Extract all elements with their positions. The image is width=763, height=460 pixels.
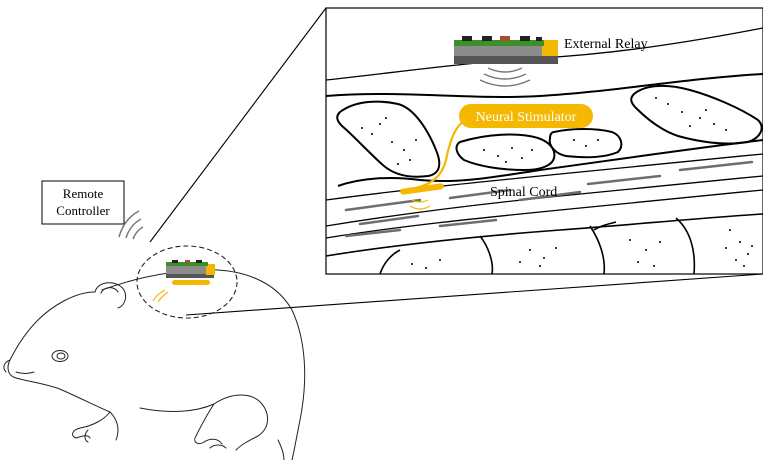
rat-stimulator-signal — [152, 289, 169, 303]
rat-relay-battery — [206, 264, 215, 275]
tissue-layer — [326, 73, 763, 98]
rat-stimulator — [172, 280, 210, 285]
spinal-cord-lower-edge — [326, 175, 763, 227]
bone-speckles — [361, 97, 727, 165]
external-relay-label: External Relay — [564, 37, 648, 52]
neural-stimulator-badge — [459, 104, 593, 128]
rat-relay-chip — [196, 260, 202, 263]
zoom-inset-border — [325, 7, 763, 275]
zoom-connector-lines — [149, 7, 763, 316]
stimulator-electrode — [400, 183, 444, 195]
neural-stimulator-label: Neural Stimulator — [476, 110, 577, 125]
spinal-cord-label: Spinal Cord — [490, 185, 557, 200]
spinal-cord-upper-edge — [326, 153, 763, 201]
rat-implant-assembly — [136, 245, 238, 319]
remote-controller-box — [41, 180, 125, 225]
rat-relay-chip — [185, 260, 190, 263]
rat-outline — [3, 269, 306, 460]
rat-relay-board — [166, 262, 208, 266]
rat-relay-chip — [172, 260, 178, 263]
zoom-region-circle — [136, 245, 238, 319]
remote-controller-label-line2: Controller — [56, 203, 110, 218]
nerve-fibers — [344, 160, 754, 226]
vertebra-upper — [336, 84, 763, 178]
rat-relay-body — [166, 266, 208, 274]
stimulator-signal-waves — [409, 199, 431, 210]
remote-controller-label-line1: Remote — [63, 186, 104, 201]
remote-controller: Remote Controller — [41, 180, 125, 225]
stimulator-lead — [401, 116, 471, 194]
rat-relay-base — [166, 274, 214, 278]
lower-bone-speckles — [411, 229, 753, 269]
vertebra-lower — [326, 213, 763, 274]
zoom-inset — [326, 8, 763, 274]
remote-signal-waves — [118, 210, 144, 240]
external-relay-device — [454, 36, 558, 64]
relay-signal-waves — [479, 67, 531, 87]
